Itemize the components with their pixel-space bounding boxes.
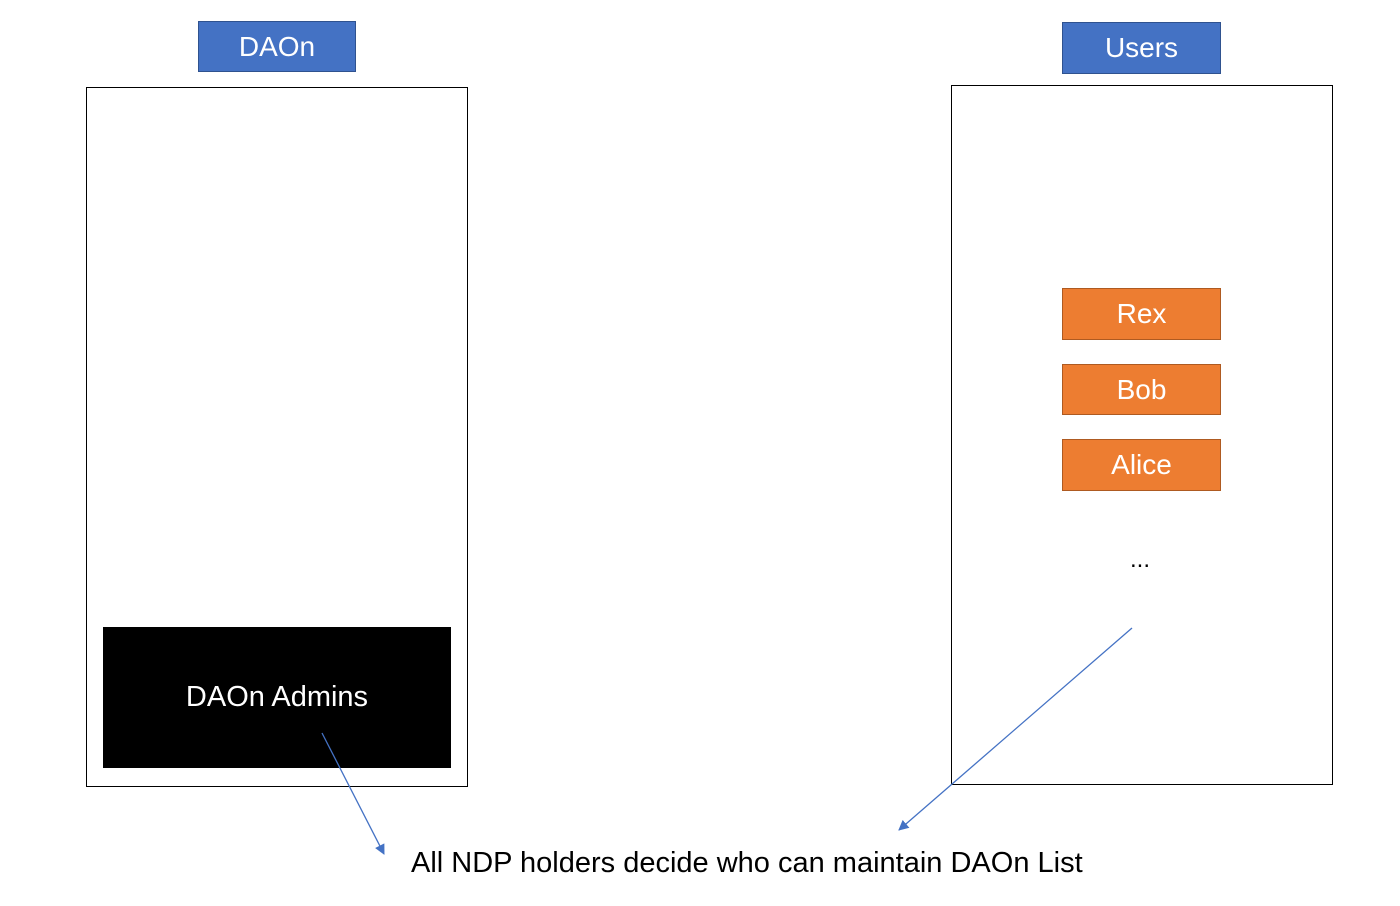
user-label: Bob (1116, 373, 1167, 405)
users-title-text: Users (1104, 32, 1179, 63)
user-box-bob: Bob (1062, 364, 1221, 415)
daon-title: DAOn (198, 21, 356, 72)
user-label: Alice (1111, 449, 1172, 480)
user-label: Rex (1116, 298, 1167, 329)
users-title: Users (1062, 22, 1221, 74)
admins-to-caption-arrow (321, 732, 385, 855)
user-box-rex: Rex (1062, 288, 1221, 340)
caption-text: All NDP holders decide who can maintain … (411, 847, 1083, 879)
users-more-ellipsis: ... (1129, 546, 1150, 573)
daon-admins-label: DAOn Admins (185, 681, 369, 713)
users-to-caption-arrow (898, 627, 1133, 831)
users-panel (951, 85, 1333, 785)
daon-admins-box: DAOn Admins (103, 627, 451, 768)
user-box-alice: Alice (1062, 439, 1221, 491)
daon-title-text: DAOn (238, 30, 316, 62)
